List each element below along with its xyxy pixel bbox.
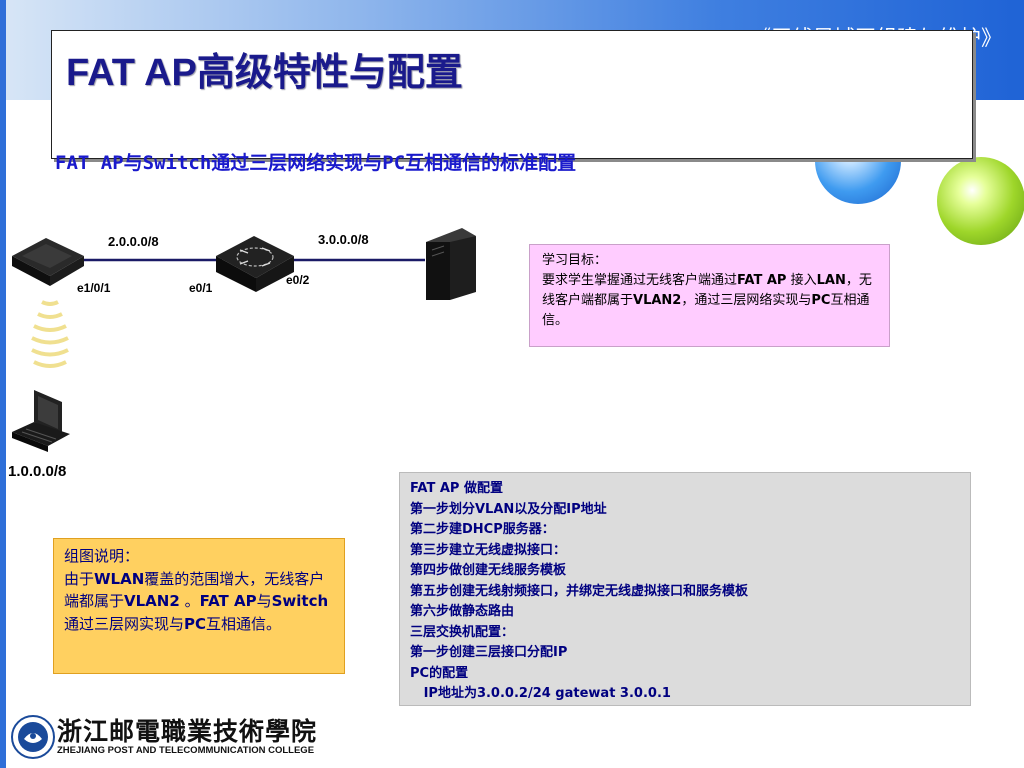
note-text: 由于WLAN覆盖的范围增大，无线客户端都属于VLAN2 。FAT AP与Swit… (64, 568, 334, 636)
slide-title-prefix: FAT AP (66, 52, 197, 94)
note-text-6: FAT AP (199, 592, 257, 610)
note-text-8: Switch (271, 592, 329, 610)
goal-text: 要求学生掌握通过无线客户端通过FAT AP 接入LAN，无线客户端都属于VLAN… (542, 271, 877, 331)
note-text-7: 与 (256, 592, 272, 610)
note-text-4: VLAN2 (124, 592, 180, 610)
note-text-3: 覆盖的范围增大，无线客户端都属于 (64, 569, 325, 611)
decor-ball-green (937, 157, 1024, 245)
pc-server-icon (426, 228, 476, 300)
goal-heading: 学习目标： (542, 253, 608, 268)
left-edge-stripe (0, 0, 6, 768)
label-net-ap-switch: 2.0.0.0/8 (108, 234, 159, 249)
note-text-5: 。 (179, 592, 200, 610)
learning-goal-box: 学习目标： 要求学生掌握通过无线客户端通过FAT AP 接入LAN，无线客户端都… (529, 244, 890, 347)
network-topology: 2.0.0.0/8 3.0.0.0/8 e1/0/1 e0/1 e0/2 1.0… (12, 228, 476, 452)
label-net-switch-pc: 3.0.0.0/8 (318, 232, 369, 247)
step-line: 第六步做静态路由 (410, 604, 515, 619)
college-name-en: ZHEJIANG POST AND TELECOMMUNICATION COLL… (57, 745, 315, 756)
diagram-note-box: 组图说明： 由于WLAN覆盖的范围增大，无线客户端都属于VLAN2 。FAT A… (53, 538, 345, 674)
goal-text-8: PC (811, 293, 831, 308)
step-line: 第三步建立无线虚拟接口： (410, 542, 567, 558)
note-text-9: 通过三层网实现与 (64, 614, 185, 633)
goal-text-7: ，通过三层网络实现与 (681, 293, 812, 308)
label-net-wireless-text: 1.0.0.0/8 (8, 463, 67, 480)
note-text-1: 由于 (64, 569, 95, 588)
wireless-signal-icon (31, 300, 69, 368)
label-port-ap: e1/0/1 (77, 281, 111, 295)
step-line: 第一步创建三层接口分配IP (410, 645, 568, 660)
step-line: FAT AP 做配置 (410, 481, 503, 496)
wireless-laptop-icon (12, 390, 70, 452)
step-line: 第四步做创建无线服务模板 (410, 563, 567, 578)
title-box: FAT AP高级特性与配置 (51, 30, 973, 159)
slide-title-rest: 高级特性与配置 (196, 50, 463, 94)
step-line: PC的配置 (410, 665, 469, 681)
slide-subtitle: FAT AP与Switch通过三层网络实现与PC互相通信的标准配置 (55, 152, 577, 174)
fat-ap-icon (12, 238, 84, 286)
step-line: 三层交换机配置： (410, 624, 515, 640)
goal-text-2: FAT AP (737, 273, 787, 288)
label-port-switch-left: e0/1 (189, 281, 213, 295)
step-line: 第一步划分VLAN以及分配IP地址 (410, 501, 607, 517)
goal-text-3: 接入 (786, 273, 817, 288)
goal-text-6: VLAN2 (633, 293, 682, 308)
slide-title: FAT AP高级特性与配置 (66, 41, 463, 96)
goal-text-4: LAN (816, 273, 846, 288)
l3-switch-icon (216, 236, 294, 292)
note-text-2: WLAN (94, 569, 145, 588)
label-port-switch-right: e0/2 (286, 273, 310, 287)
step-line: 第二步建DHCP服务器： (410, 522, 555, 537)
step-line: IP地址为3.0.0.2/24 gatewat 3.0.0.1 (410, 686, 671, 701)
note-text-10: PC (184, 614, 207, 633)
note-text-11: 互相通信。 (206, 614, 282, 633)
college-seal-icon (11, 715, 55, 759)
goal-text-5: ，无线客户端都属于 (542, 273, 872, 308)
goal-text-9: 互相通信。 (542, 293, 870, 328)
college-name-cn: 浙江邮電職業技術學院 (57, 717, 318, 746)
config-steps-box: FAT AP 做配置 第一步划分VLAN以及分配IP地址 第二步建DHCP服务器… (399, 472, 971, 706)
note-heading: 组图说明： (64, 547, 140, 565)
step-line: 第五步创建无线射频接口，并绑定无线虚拟接口和服务模板 (410, 583, 749, 599)
goal-text-1: 要求学生掌握通过无线客户端通过 (542, 273, 738, 288)
